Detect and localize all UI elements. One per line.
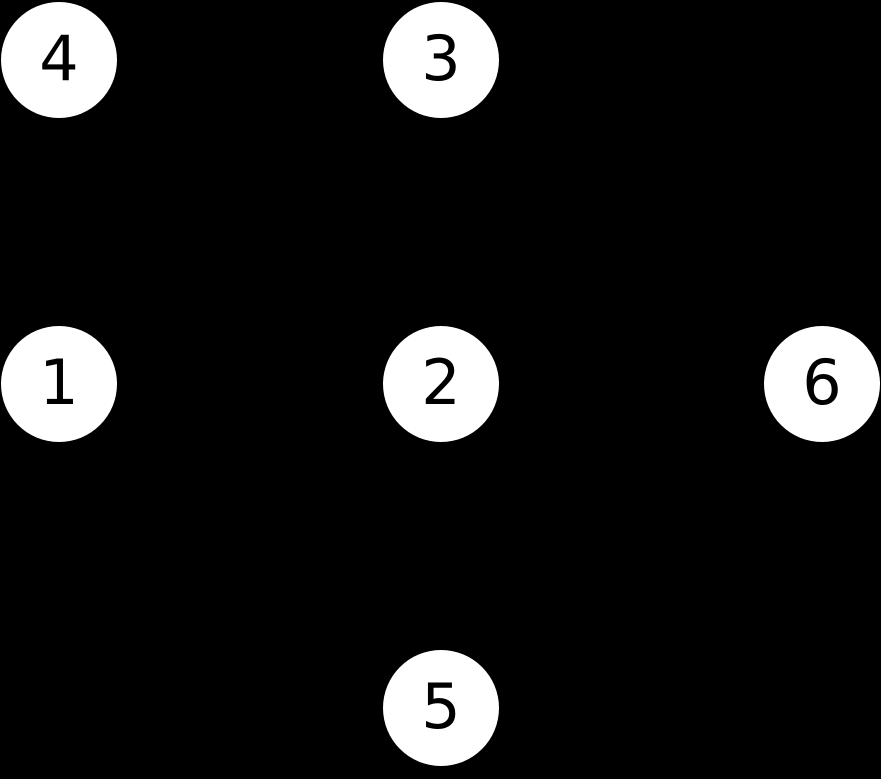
graph-node-2: 2 bbox=[383, 326, 499, 442]
graph-node-6: 6 bbox=[764, 326, 880, 442]
node-label: 3 bbox=[421, 22, 461, 95]
node-label: 1 bbox=[39, 346, 79, 419]
node-label: 2 bbox=[421, 346, 461, 419]
node-label: 5 bbox=[421, 670, 461, 743]
graph-node-1: 1 bbox=[1, 326, 117, 442]
graph-node-4: 4 bbox=[1, 2, 117, 118]
graph-node-5: 5 bbox=[383, 650, 499, 766]
node-label: 4 bbox=[39, 22, 79, 95]
graph-node-3: 3 bbox=[383, 2, 499, 118]
node-label: 6 bbox=[802, 346, 842, 419]
